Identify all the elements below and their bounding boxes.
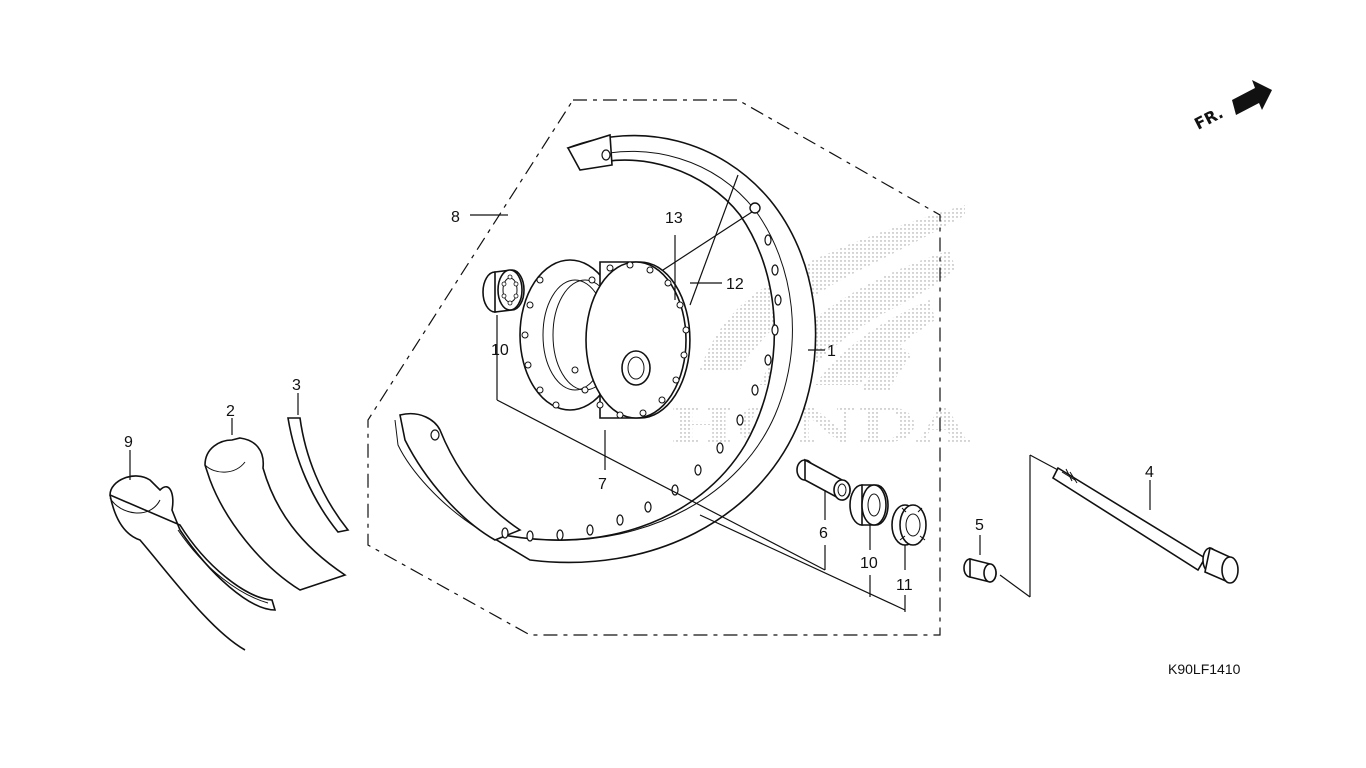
callout-5: 5 bbox=[975, 517, 984, 534]
honda-watermark-text: HONDA bbox=[670, 398, 971, 454]
callout-13: 13 bbox=[665, 210, 683, 227]
arrow-right-icon bbox=[1232, 80, 1272, 115]
drawing-code: K90LF1410 bbox=[1168, 661, 1241, 677]
rim-strip-3 bbox=[287, 417, 350, 533]
rim bbox=[394, 133, 817, 564]
hub bbox=[519, 259, 691, 419]
callout-2: 2 bbox=[226, 403, 235, 420]
callout-12: 12 bbox=[726, 276, 744, 293]
collar-5 bbox=[963, 557, 997, 583]
callout-7: 7 bbox=[598, 476, 607, 493]
rim-spoke-holes bbox=[430, 149, 782, 542]
callout-3: 3 bbox=[292, 377, 301, 394]
callout-10-left: 10 bbox=[491, 342, 509, 359]
front-direction-indicator: FR. bbox=[1191, 80, 1272, 134]
callout-9: 9 bbox=[124, 434, 133, 451]
dust-seal-11 bbox=[891, 504, 927, 546]
honda-wing-watermark: HONDA bbox=[670, 205, 971, 454]
callout-1: 1 bbox=[827, 343, 836, 360]
callout-4: 4 bbox=[1145, 464, 1154, 481]
callout-6: 6 bbox=[819, 525, 828, 542]
rim-band-2 bbox=[204, 437, 347, 591]
callout-11: 11 bbox=[896, 577, 913, 594]
tube-9 bbox=[109, 475, 277, 651]
assembly-outline bbox=[367, 99, 941, 636]
spoke-nipple bbox=[749, 202, 761, 214]
fr-label: FR. bbox=[1191, 103, 1226, 133]
callouts: 1 2 3 4 5 6 7 8 9 10 10 11 12 13 bbox=[124, 209, 1154, 594]
bearing-left bbox=[482, 269, 525, 313]
callout-8: 8 bbox=[451, 209, 460, 226]
bearing-right bbox=[849, 484, 889, 526]
callout-10-right: 10 bbox=[860, 555, 878, 572]
axle-4 bbox=[1051, 466, 1239, 584]
leader-lines bbox=[129, 214, 1151, 612]
collar-6 bbox=[796, 458, 851, 501]
